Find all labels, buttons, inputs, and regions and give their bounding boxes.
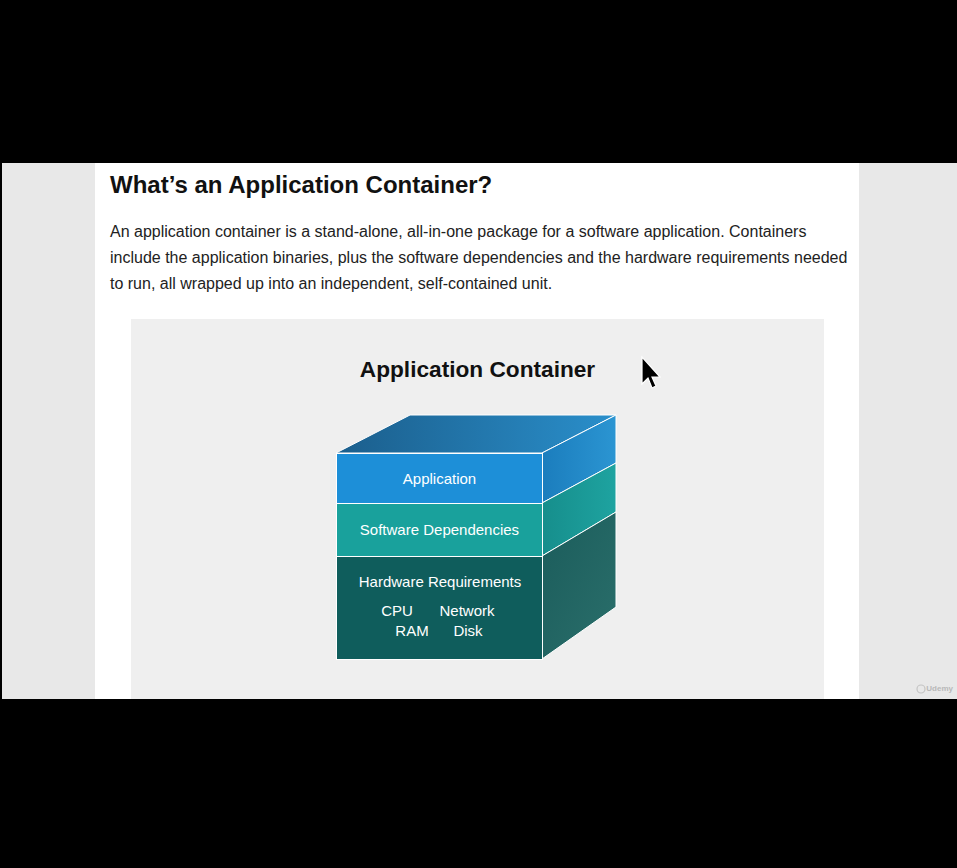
node-heading: Application Container (131, 355, 824, 383)
node-item: CPU (381, 602, 413, 620)
node-heading: Software Dependencies (360, 521, 519, 539)
body-paragraph: An application container is a stand-alon… (110, 219, 852, 297)
cube-side-hardware (542, 512, 616, 659)
dependencies-layer: Software Dependencies (336, 503, 543, 557)
node-item: Disk (453, 622, 482, 640)
node-item: RAM (395, 622, 428, 640)
watermark-logo (917, 685, 925, 693)
mouse-cursor (642, 357, 660, 388)
content-column (95, 163, 859, 699)
figure-panel: Application ContainerApplicationSoftware… (131, 319, 824, 699)
hardware-layer: Hardware RequirementsCPU NetworkRAM Disk (336, 556, 543, 660)
page-band (2, 163, 957, 699)
figure-panel (131, 319, 824, 699)
node-heading: Application (403, 470, 476, 488)
node-heading: Hardware Requirements (359, 573, 522, 591)
page-title: What’s an Application Container? (110, 170, 492, 200)
watermark: Udemy (926, 683, 953, 694)
node-item: Network (439, 602, 494, 620)
application-layer: Application (336, 453, 543, 504)
